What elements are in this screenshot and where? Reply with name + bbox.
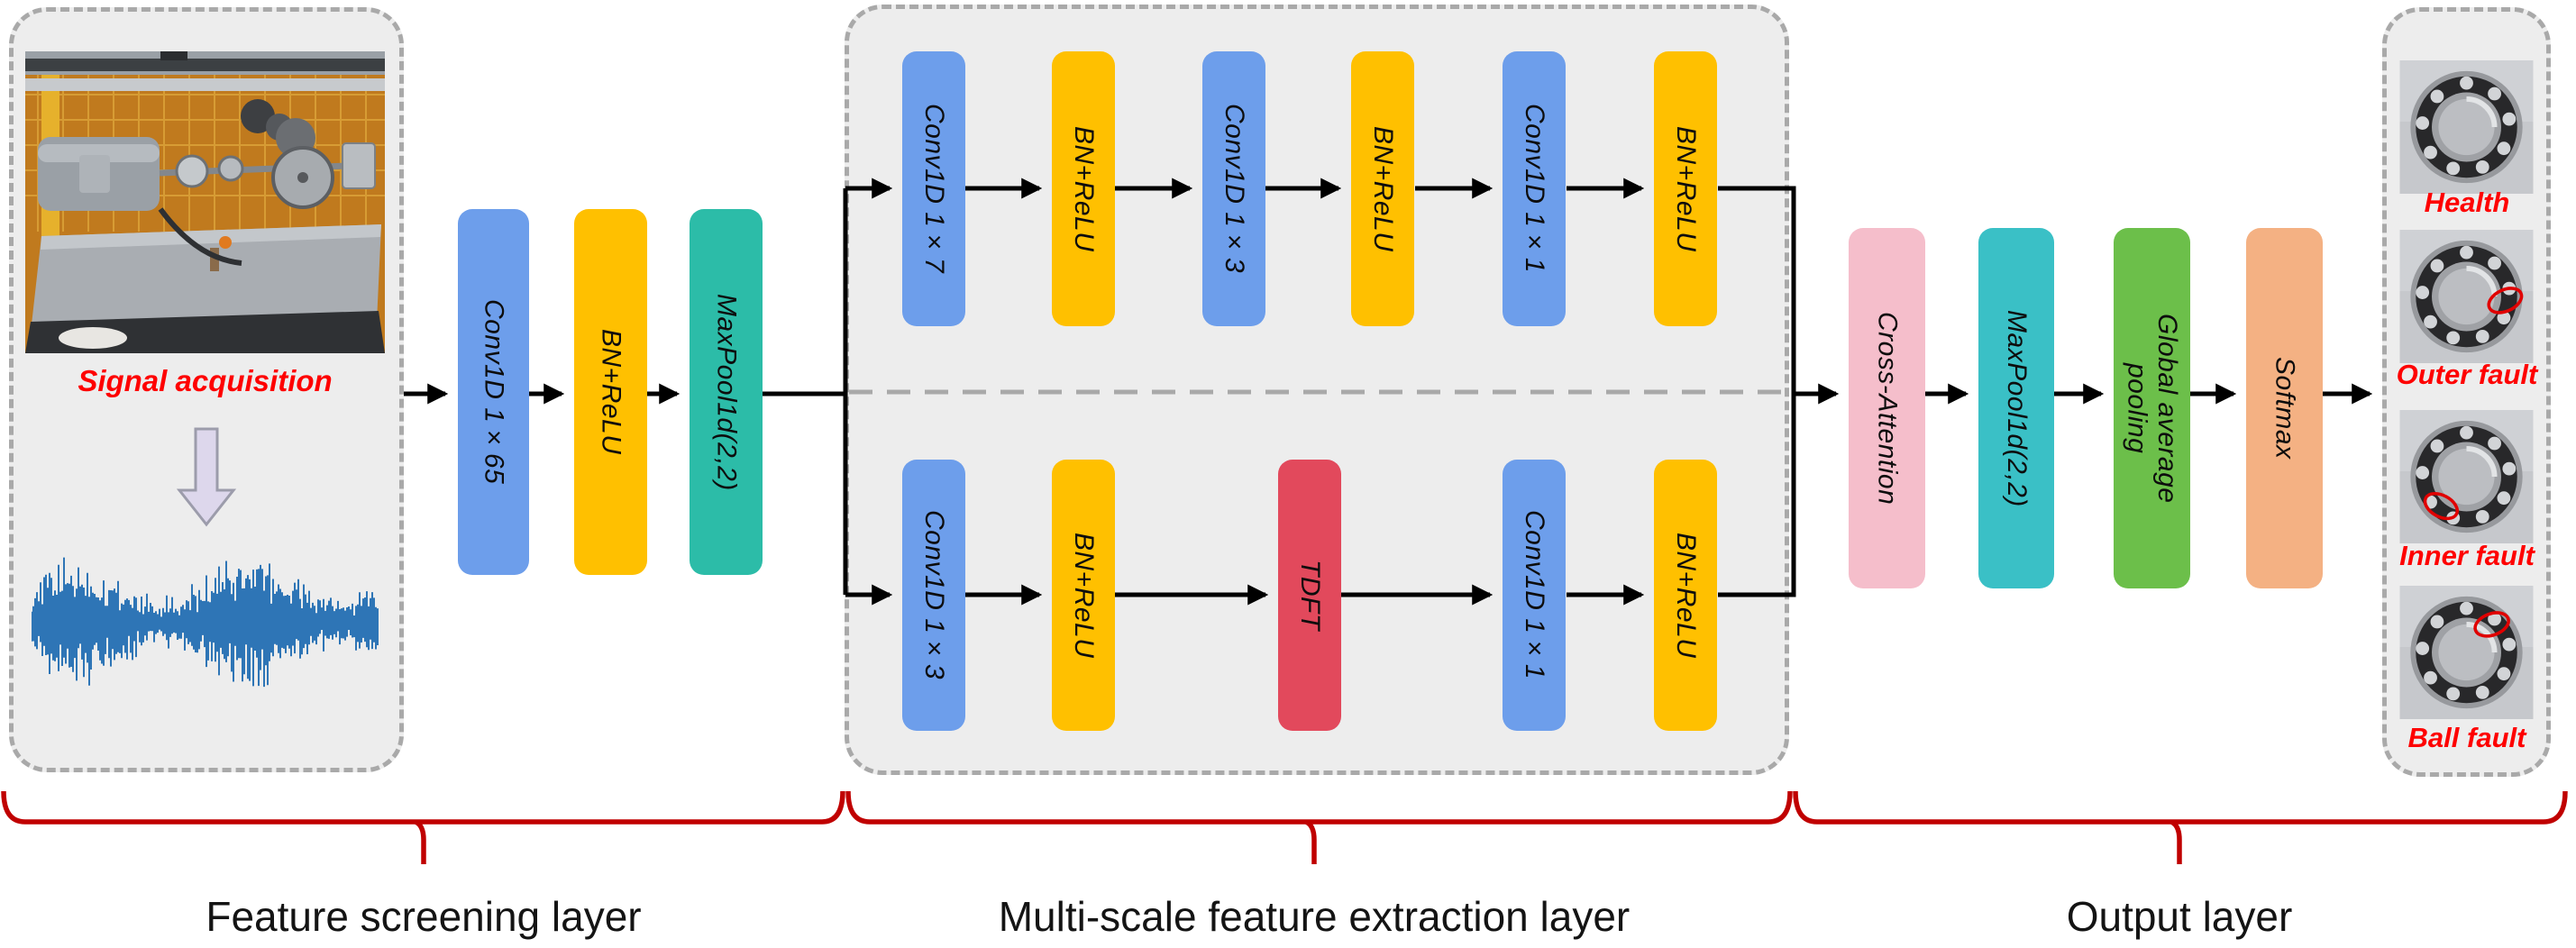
block-top-conv1d-1x7: Conv1D 1×7 — [902, 51, 965, 326]
test-rig-photo — [25, 51, 385, 353]
block-top-bn-relu-2: BN+ReLU — [1351, 51, 1414, 326]
valve — [219, 236, 232, 249]
block-top-bn-relu-1: BN+ReLU — [1052, 51, 1115, 326]
down-arrow-icon — [176, 427, 237, 527]
section-label-output: Output layer — [2066, 893, 2293, 940]
block-bn-relu-1: BN+ReLU — [574, 209, 647, 575]
class-label-outer-fault: Outer fault — [2396, 359, 2538, 390]
bearing-photo-outer-fault — [2397, 230, 2536, 363]
signal-acquisition-caption: Signal acquisition — [78, 364, 333, 397]
bearing-photo-health — [2397, 60, 2536, 194]
block-bottom-bn-relu-1: BN+ReLU — [1052, 460, 1115, 731]
block-maxpool1d-2: MaxPool1d(2,2) — [1978, 228, 2054, 588]
class-label-ball-fault: Ball fault — [2407, 722, 2526, 753]
section-label-feature-screening: Feature screening layer — [206, 893, 642, 940]
baseplate — [31, 224, 381, 333]
section-label-multiscale: Multi-scale feature extraction layer — [998, 893, 1631, 940]
section-braces — [1, 790, 2568, 864]
block-tdft: TDFT — [1278, 460, 1341, 731]
block-maxpool1d-1: MaxPool1d(2,2) — [690, 209, 763, 575]
fault-marker-ball — [2473, 611, 2510, 638]
block-bottom-conv1d-1x3: Conv1D 1×3 — [902, 460, 965, 731]
fault-marker-inner — [2423, 491, 2460, 521]
block-cross-attention: Cross-Attention — [1849, 228, 1925, 588]
brace-multiscale — [845, 790, 1793, 825]
block-bottom-conv1d-1x1: Conv1D 1×1 — [1503, 460, 1566, 731]
block-top-bn-relu-3: BN+ReLU — [1654, 51, 1717, 326]
block-conv1d-1x65: Conv1D 1×65 — [458, 209, 529, 575]
block-global-average-pooling: Global average pooling — [2114, 228, 2190, 588]
block-top-conv1d-1x3: Conv1D 1×3 — [1202, 51, 1265, 326]
brace-output — [1793, 790, 2568, 825]
bearing-photo-inner-fault — [2397, 410, 2536, 543]
cable — [158, 207, 242, 266]
class-label-health: Health — [2424, 187, 2510, 218]
block-bottom-bn-relu-2: BN+ReLU — [1654, 460, 1717, 731]
block-softmax: Softmax — [2246, 228, 2323, 588]
bearing-photo-ball-fault — [2397, 586, 2536, 719]
class-label-inner-fault: Inner fault — [2399, 540, 2535, 571]
fault-marker-outer — [2487, 287, 2524, 314]
vibration-waveform — [32, 557, 379, 688]
block-top-conv1d-1x1: Conv1D 1×1 — [1503, 51, 1566, 326]
brace-feature-screening — [1, 790, 845, 825]
